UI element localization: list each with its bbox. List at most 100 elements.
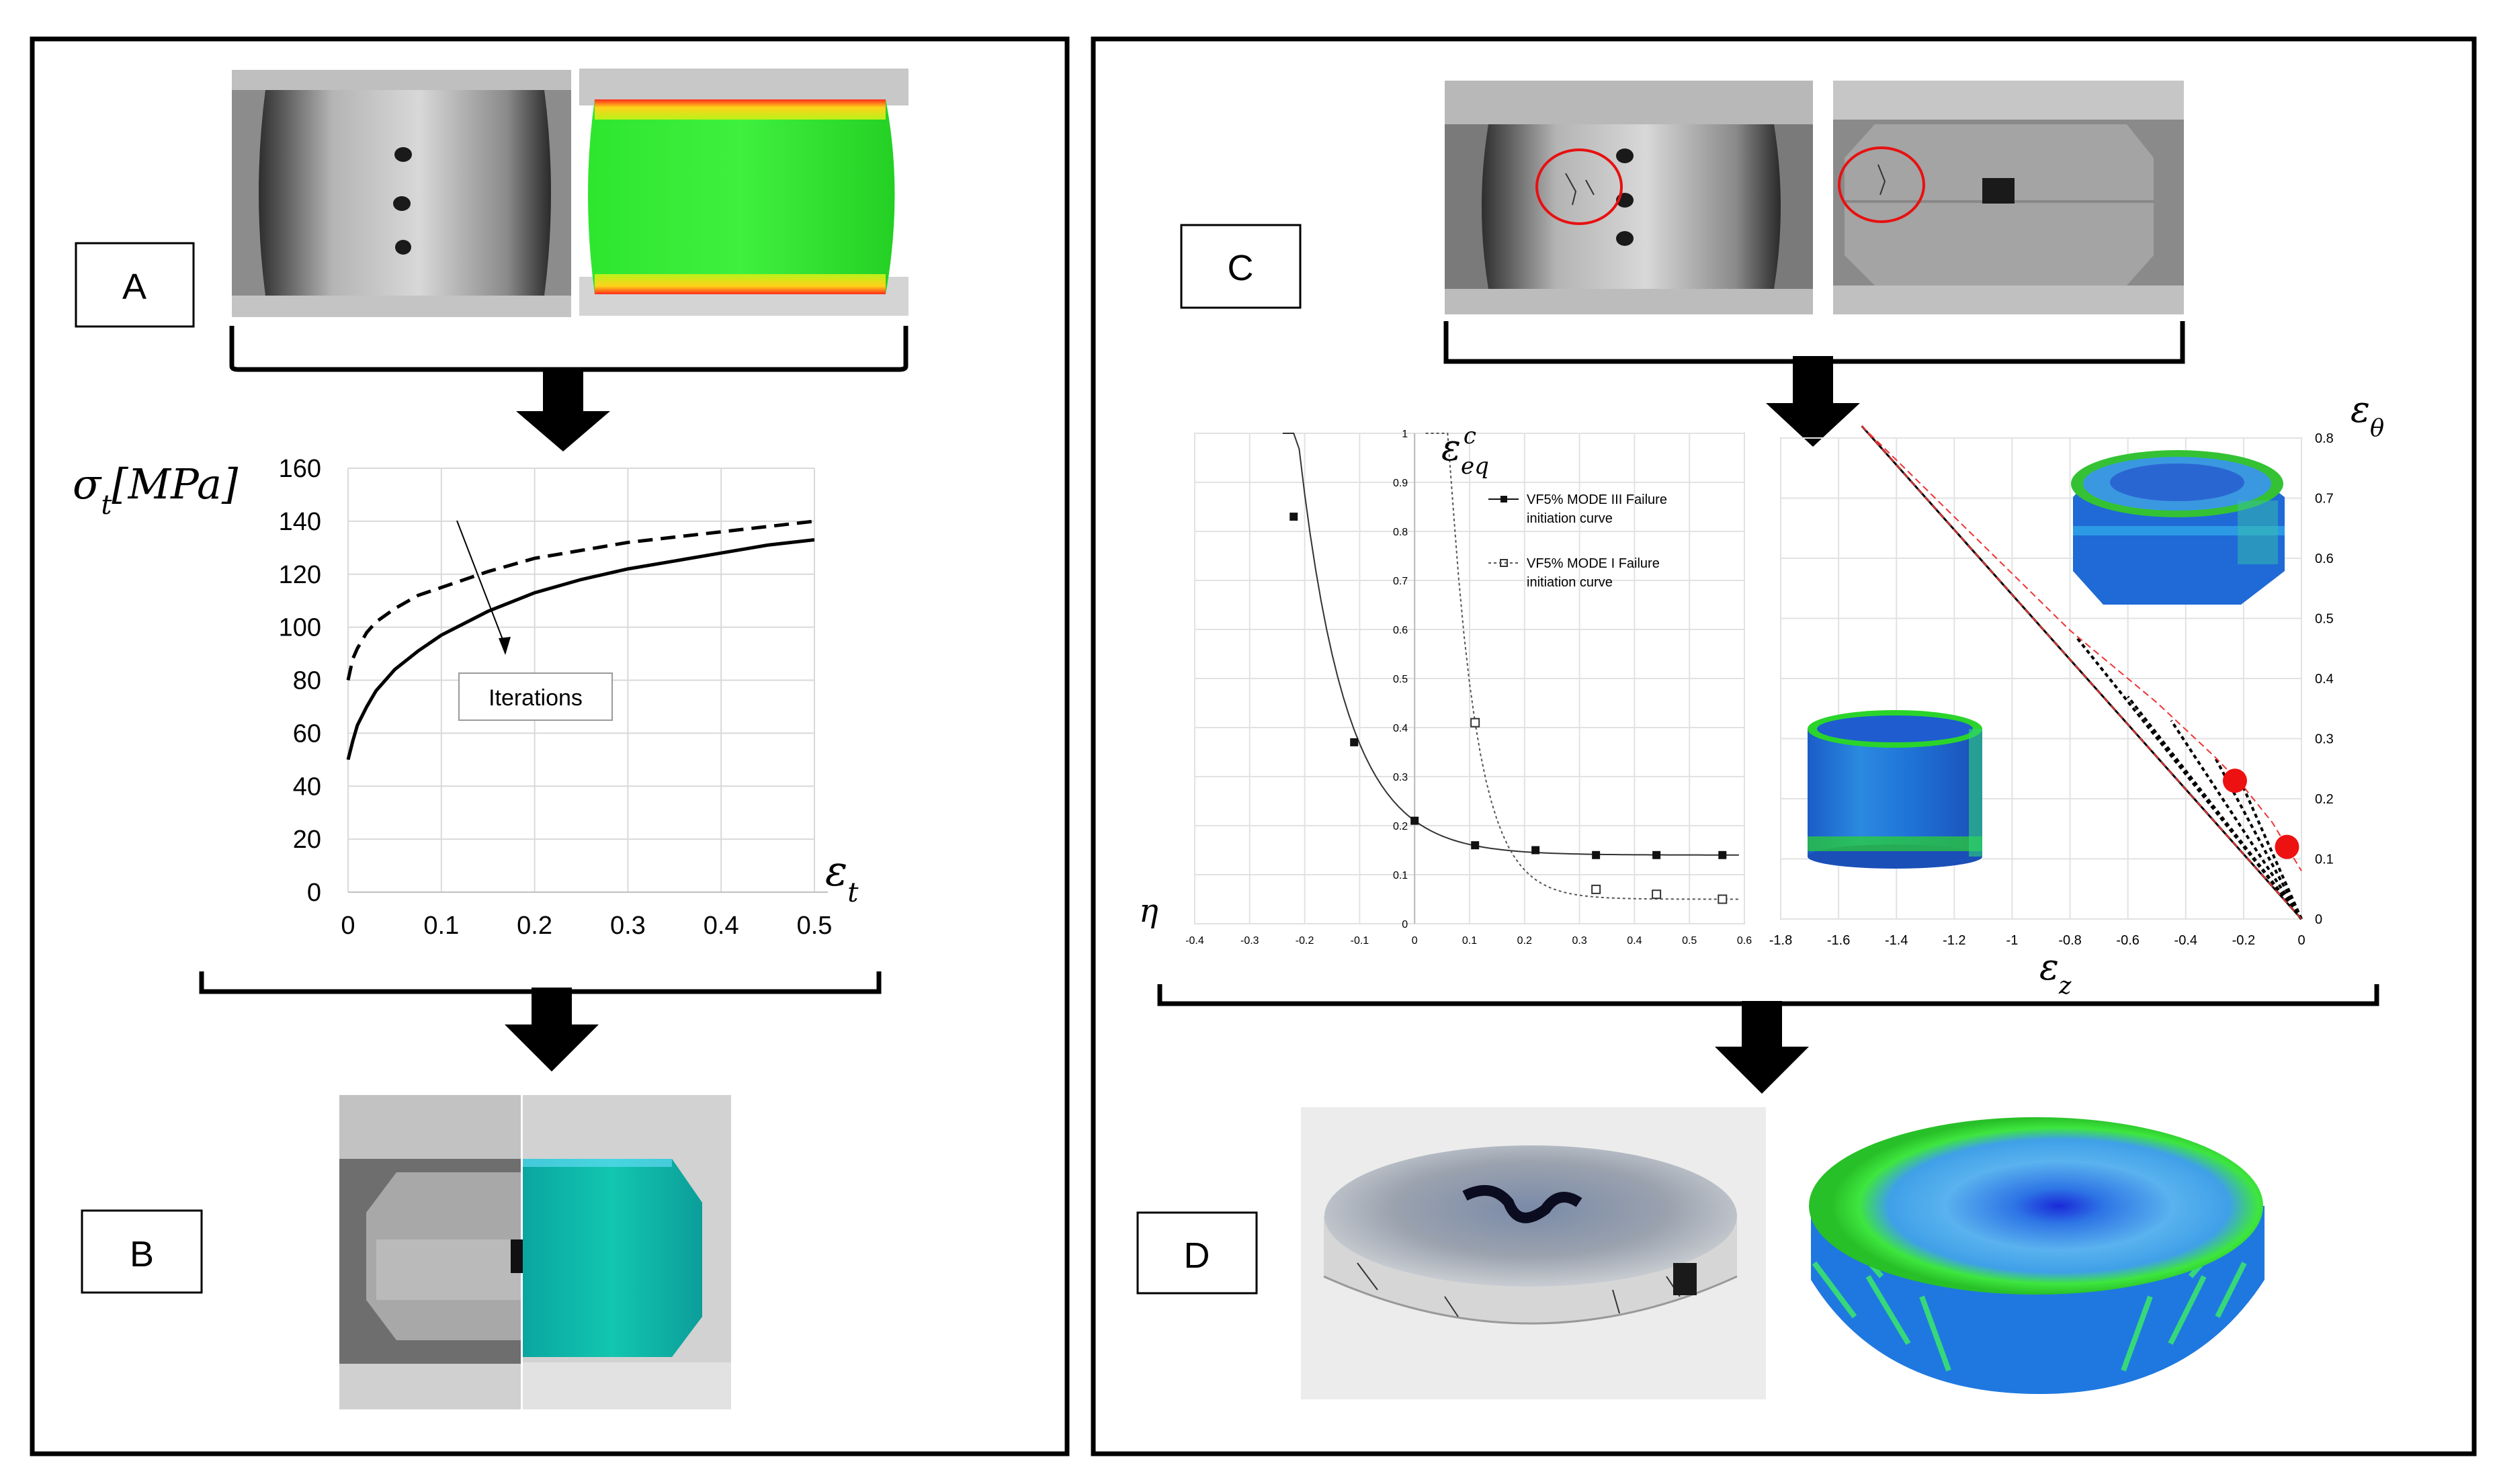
y-tick-label: 0.7 — [1393, 576, 1408, 587]
series-line-solid — [346, 537, 815, 760]
mode-iii-fit-curve — [1282, 433, 1739, 856]
iterations-arrow — [456, 520, 506, 647]
series-line-dashed — [346, 519, 815, 681]
x-tick-label: 0 — [1412, 935, 1418, 947]
arrow-down-b — [505, 988, 599, 1072]
x-tick-label: 0.6 — [1737, 935, 1752, 947]
x-tick-label: -0.4 — [2174, 933, 2197, 948]
fe-model-initial-cylinder — [579, 69, 908, 316]
y-tick-label: 0.2 — [1393, 821, 1408, 832]
mode-i-point — [1591, 884, 1601, 894]
y-axis-label: σt[MPa] — [73, 460, 239, 521]
arrow-down-c — [1766, 356, 1860, 447]
x-tick-label: -0.3 — [1240, 935, 1259, 947]
annotation-label: Iterations — [489, 685, 583, 711]
failure-point — [2275, 834, 2299, 859]
annotation-box — [458, 672, 613, 721]
y-tick-label: 60 — [293, 719, 321, 748]
x-tick-label: 0.5 — [1682, 935, 1697, 947]
panel-label-d: D — [1184, 1235, 1210, 1276]
mode-iii-point — [1592, 850, 1601, 859]
x-tick-label: 0.2 — [517, 912, 552, 940]
x-tick-label: 0.3 — [1572, 935, 1586, 947]
y-tick-label: 0.7 — [2315, 492, 2334, 507]
y-tick-label: 0.3 — [2315, 732, 2334, 747]
x-tick-label: 0.4 — [1627, 935, 1642, 947]
x-tick-label: 0.4 — [704, 912, 739, 940]
y-tick-label: 0.5 — [1393, 674, 1408, 685]
mode-iii-point — [1718, 850, 1727, 859]
legend-label-mode-i: VF5% MODE I Failure — [1527, 556, 1660, 571]
y-tick-label: 0.5 — [2315, 612, 2334, 627]
y-tick-label: 140 — [279, 508, 321, 536]
y-tick-label: 0 — [2315, 912, 2322, 927]
arrow-down-d — [1715, 1001, 1809, 1094]
y-tick-label: 0.2 — [2315, 792, 2334, 807]
fe-model-fractured-disk — [1809, 1117, 2265, 1394]
y-tick-label: 120 — [279, 561, 321, 589]
x-axis-label: εz — [2039, 946, 2072, 1000]
failure-point — [2222, 769, 2247, 793]
x-tick-label: -0.6 — [2116, 933, 2139, 948]
x-tick-label: -1.4 — [1885, 933, 1908, 948]
x-tick-label: -0.2 — [1296, 935, 1314, 947]
iterations-arrowhead — [499, 637, 511, 655]
panel-label-b: B — [130, 1234, 154, 1274]
mode-iii-point — [1289, 513, 1298, 521]
x-tick-label: -0.8 — [2058, 933, 2081, 948]
y-tick-label: 40 — [293, 773, 321, 801]
strain-path-red-dashed — [1861, 425, 2302, 920]
strain-path-dotted — [2170, 719, 2303, 920]
fe-model-barrel-inset — [2071, 450, 2285, 605]
y-tick-label: 0.3 — [1393, 772, 1408, 783]
mode-i-fit-curve — [1425, 433, 1739, 900]
mode-iii-point — [1652, 850, 1661, 859]
y-tick-label: 0.1 — [2315, 853, 2334, 867]
bracket-a — [229, 326, 908, 372]
x-tick-label: -1.2 — [1943, 933, 1965, 948]
strain-path-dotted — [2213, 756, 2303, 920]
photo-fractured-specimen — [1301, 1107, 1766, 1399]
arrow-down-a — [516, 368, 610, 451]
x-tick-label: 0 — [341, 912, 355, 940]
left-panel-frame — [30, 36, 1070, 1456]
right-panel-frame — [1091, 36, 2477, 1456]
x-tick-label: -1.8 — [1769, 933, 1792, 948]
photo-crack-initiation-right — [1833, 81, 2184, 314]
x-tick-label: -1.6 — [1827, 933, 1850, 948]
mode-i-point — [1652, 889, 1662, 900]
y-tick-label: 20 — [293, 826, 321, 854]
mode-iii-point — [1410, 816, 1419, 825]
y-tick-label: 0.4 — [1393, 723, 1408, 734]
x-tick-label: 0.5 — [797, 912, 833, 940]
x-tick-label: 0.2 — [1517, 935, 1532, 947]
strain-path-dotted — [2127, 695, 2303, 920]
y-tick-label: 0 — [1402, 919, 1408, 930]
y-tick-label: 0.8 — [1393, 527, 1408, 538]
y-tick-label: 0.4 — [2315, 672, 2334, 687]
y-axis-label: εeqc — [1441, 423, 1489, 480]
x-tick-label: 0.3 — [610, 912, 646, 940]
panel-label-box-c — [1180, 224, 1302, 309]
x-tick-label: -0.2 — [2232, 933, 2255, 948]
y-tick-label: 1 — [1402, 429, 1408, 440]
photo-crack-initiation-left — [1445, 81, 1813, 314]
panel-label-a: A — [122, 267, 146, 307]
y-tick-label: 80 — [293, 667, 321, 695]
x-tick-label: 0 — [2297, 933, 2305, 948]
bracket-c — [1443, 321, 2185, 364]
panel-label-box-a — [75, 242, 195, 328]
y-tick-label: 160 — [279, 455, 321, 483]
x-tick-label: 0.1 — [423, 912, 459, 940]
y-tick-label: 0.1 — [1393, 870, 1408, 881]
y-tick-label: 0.6 — [2315, 552, 2334, 566]
legend-label-mode-i-cont: initiation curve — [1527, 575, 1613, 590]
panel-label-c: C — [1228, 248, 1254, 288]
bracket-d — [1157, 984, 2379, 1006]
x-tick-label: 0.1 — [1462, 935, 1477, 947]
y-tick-label: 0.6 — [1393, 625, 1408, 636]
